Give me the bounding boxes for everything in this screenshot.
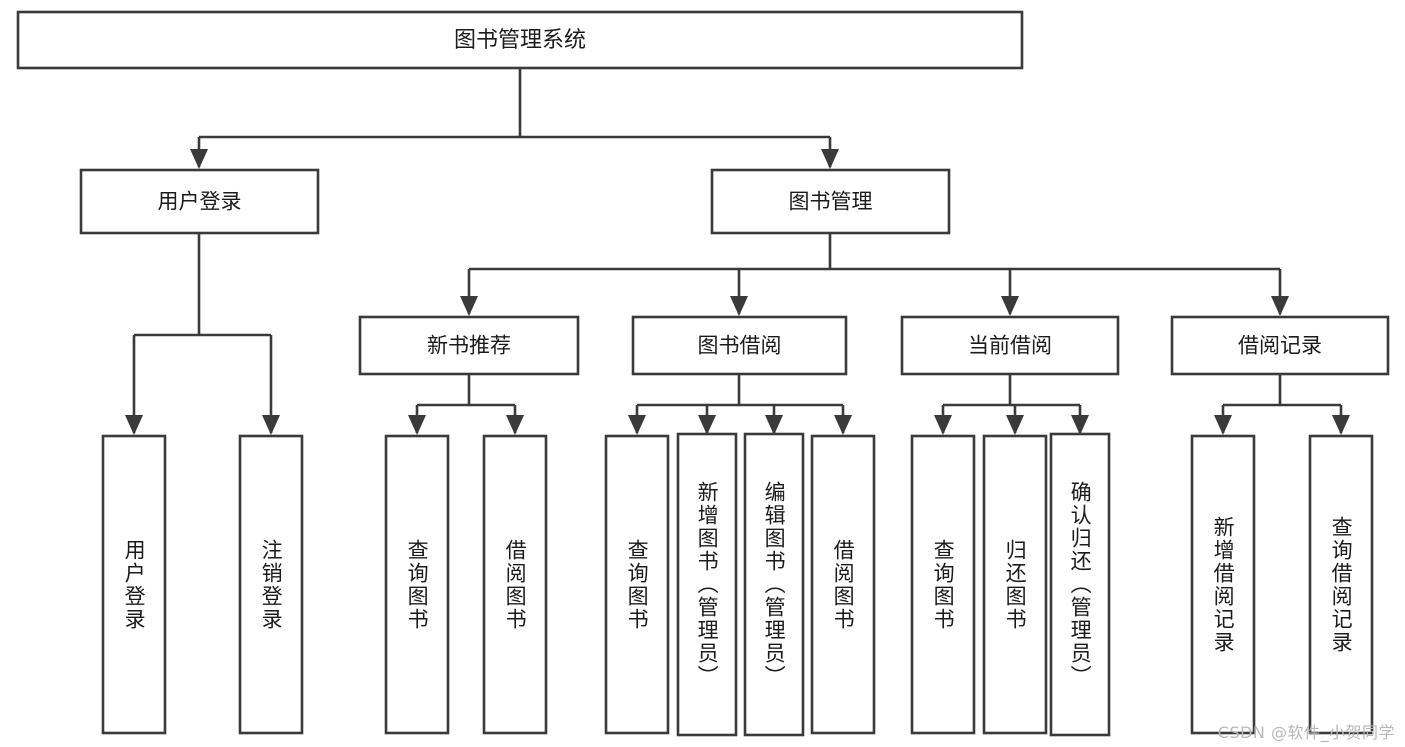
- node-box-leaf-edit-book[interactable]: [743, 432, 805, 737]
- arrow-head-icon: [765, 415, 783, 435]
- arrow-head-icon: [1332, 415, 1350, 435]
- node-box-borrow-record[interactable]: [1170, 315, 1390, 376]
- node-box-leaf-add-book[interactable]: [676, 432, 738, 737]
- arrow-head-icon: [408, 415, 426, 435]
- connector-group-borrow_to_leaves: [628, 374, 852, 435]
- arrow-head-icon: [262, 415, 280, 435]
- node-box-user-login[interactable]: [79, 168, 320, 235]
- node-label-root: 图书管理系统: [454, 28, 586, 53]
- node-box-leaf-user-login[interactable]: [101, 434, 167, 735]
- node-label-new-book-recommend: 新书推荐: [427, 334, 511, 358]
- arrow-head-icon: [698, 415, 716, 435]
- node-box-leaf-borrow-book-1[interactable]: [482, 434, 548, 735]
- node-box-leaf-query-book-1[interactable]: [384, 434, 450, 735]
- node-box-book-manage[interactable]: [710, 168, 951, 235]
- node-box-leaf-query-book-2[interactable]: [604, 434, 670, 735]
- arrow-head-icon: [460, 296, 478, 316]
- node-box-leaf-logout[interactable]: [238, 434, 304, 735]
- arrow-head-icon: [730, 296, 748, 316]
- node-box-leaf-add-record[interactable]: [1190, 434, 1256, 735]
- arrow-head-icon: [1271, 296, 1289, 316]
- arrow-head-icon: [834, 415, 852, 435]
- arrow-head-icon: [1006, 415, 1024, 435]
- connector-group-recommend_to_leaves: [408, 374, 524, 435]
- connector-group-root_to_level1: [190, 68, 839, 169]
- node-label-user-login: 用户登录: [158, 190, 242, 214]
- arrow-head-icon: [1071, 415, 1089, 435]
- arrow-head-icon: [628, 415, 646, 435]
- arrow-head-icon: [125, 415, 143, 435]
- node-label-book-borrow: 图书借阅: [698, 334, 782, 358]
- node-box-new-book-recommend[interactable]: [358, 315, 580, 376]
- connectors-layer: [125, 68, 1350, 435]
- node-box-current-borrow[interactable]: [900, 315, 1120, 376]
- arrow-head-icon: [1001, 296, 1019, 316]
- connector-group-userlogin_to_leaves: [125, 233, 280, 435]
- node-box-leaf-query-book-3[interactable]: [910, 434, 976, 735]
- arrow-head-icon: [934, 415, 952, 435]
- node-label-borrow-record: 借阅记录: [1238, 334, 1322, 358]
- node-boxes-layer: [16, 10, 1390, 737]
- node-label-current-borrow: 当前借阅: [968, 334, 1052, 358]
- node-box-book-borrow[interactable]: [631, 315, 848, 376]
- connector-group-record_to_leaves: [1214, 374, 1350, 435]
- node-box-leaf-return-book[interactable]: [982, 434, 1048, 735]
- connector-group-current_to_leaves: [934, 374, 1089, 435]
- node-box-root[interactable]: [16, 10, 1024, 70]
- node-box-leaf-query-record[interactable]: [1308, 434, 1374, 735]
- node-box-leaf-borrow-book-2[interactable]: [810, 434, 876, 735]
- arrow-head-icon: [821, 149, 839, 169]
- arrow-head-icon: [506, 415, 524, 435]
- node-label-book-manage: 图书管理: [789, 190, 873, 214]
- node-box-leaf-confirm-return[interactable]: [1049, 432, 1111, 737]
- arrow-head-icon: [190, 149, 208, 169]
- arrow-head-icon: [1214, 415, 1232, 435]
- connector-group-level1_to_level2: [460, 233, 1289, 316]
